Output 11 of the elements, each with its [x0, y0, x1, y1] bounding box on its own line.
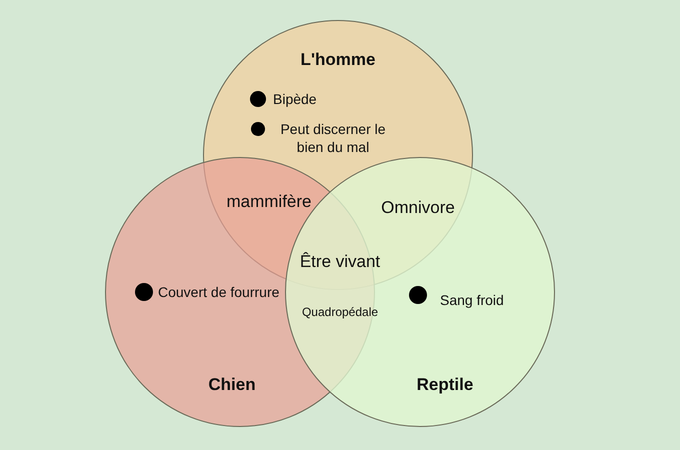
bullet-text: Peut discerner le bien du mal	[279, 120, 387, 156]
region-label: Quadropédale	[302, 304, 378, 320]
region-label: Être vivant	[300, 252, 380, 272]
bullet-text: Sang froid	[440, 291, 504, 309]
bullet-text: Couvert de fourrure	[158, 283, 280, 301]
set-title: Chien	[208, 375, 256, 395]
set-title: Reptile	[416, 375, 474, 395]
set-title: L'homme	[300, 50, 376, 70]
region-label: Omnivore	[381, 198, 455, 218]
bullet-text: Bipède	[273, 90, 317, 108]
region-label: mammifère	[226, 192, 312, 212]
